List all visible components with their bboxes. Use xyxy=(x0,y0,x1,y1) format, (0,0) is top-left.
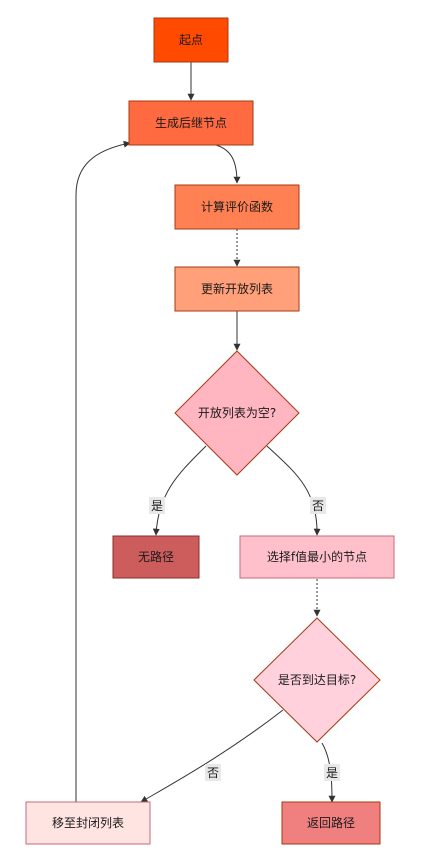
edge-label-goal-no: 否 xyxy=(205,764,221,781)
edge-label-empty-no: 否 xyxy=(310,497,326,514)
node-start: 起点 xyxy=(153,17,229,63)
svg-text:否: 否 xyxy=(312,499,324,513)
svg-text:更新开放列表: 更新开放列表 xyxy=(201,281,273,296)
svg-text:否: 否 xyxy=(207,766,219,780)
edge-moveclosed-generate xyxy=(75,140,131,802)
edge-emptycheck-select xyxy=(266,445,321,536)
svg-text:是: 是 xyxy=(326,766,338,780)
node-evaluate: 计算评价函数 xyxy=(174,184,300,230)
node-no-path: 无路径 xyxy=(112,535,200,579)
node-empty-check: 开放列表为空? xyxy=(174,350,300,476)
node-select: 选择f值最小的节点 xyxy=(239,535,395,579)
svg-text:计算评价函数: 计算评价函数 xyxy=(201,199,273,214)
node-update: 更新开放列表 xyxy=(174,266,300,312)
svg-text:是否到达目标?: 是否到达目标? xyxy=(278,673,356,687)
svg-text:生成后继节点: 生成后继节点 xyxy=(155,116,227,130)
svg-text:移至封闭列表: 移至封闭列表 xyxy=(52,816,124,830)
edge-generate-evaluate xyxy=(215,144,241,184)
svg-text:选择f值最小的节点: 选择f值最小的节点 xyxy=(267,549,367,564)
node-move-closed: 移至封闭列表 xyxy=(25,801,151,845)
edge-label-empty-yes: 是 xyxy=(149,497,165,514)
svg-text:无路径: 无路径 xyxy=(138,549,174,564)
svg-text:开放列表为空?: 开放列表为空? xyxy=(198,405,276,420)
svg-text:起点: 起点 xyxy=(179,33,203,47)
svg-text:是: 是 xyxy=(151,499,163,513)
node-goal-check: 是否到达目标? xyxy=(253,617,381,743)
edge-label-goal-yes: 是 xyxy=(324,764,340,781)
edge-emptycheck-nopath xyxy=(152,445,207,536)
svg-text:返回路径: 返回路径 xyxy=(307,815,355,830)
node-return-path: 返回路径 xyxy=(281,801,381,845)
node-generate: 生成后继节点 xyxy=(128,100,254,146)
edge-goalcheck-moveclosed xyxy=(140,709,284,803)
